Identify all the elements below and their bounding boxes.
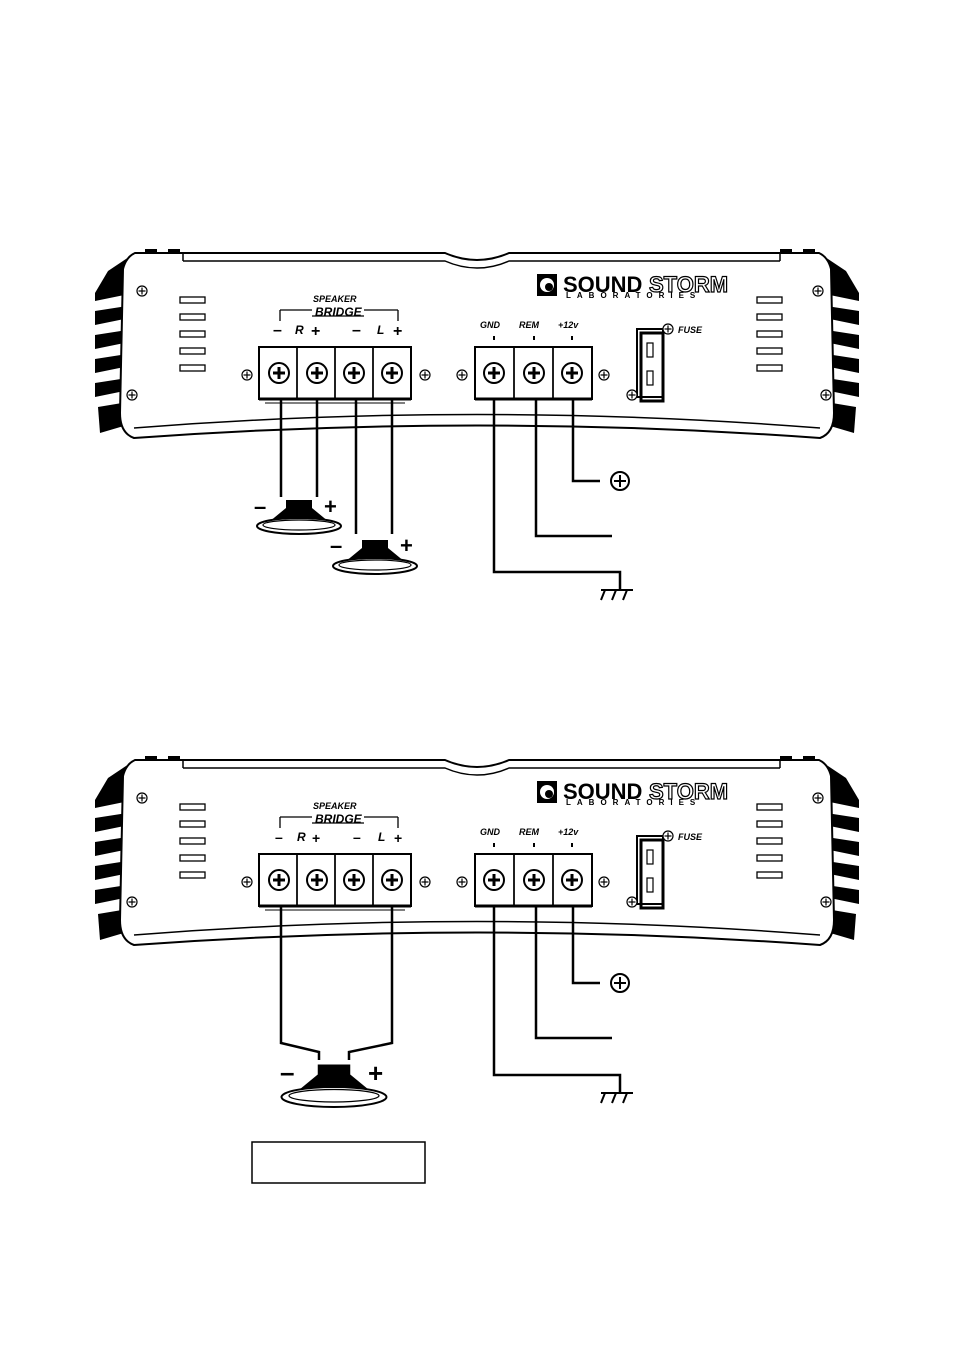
power-label-1: +12v — [558, 320, 579, 330]
left-minus-label-1: – — [352, 322, 361, 339]
brand-subtitle-2: LABORATORIES — [566, 798, 701, 807]
right-channel-label-2: R — [297, 830, 306, 844]
speaker-label-2: SPEAKER — [313, 801, 357, 811]
speaker-bridged-plus: + — [368, 1058, 383, 1088]
left-plus-label-2: + — [394, 830, 402, 846]
brand-subtitle-1: LABORATORIES — [566, 291, 701, 300]
fuse-label-2: FUSE — [678, 832, 703, 842]
speaker-left-plus: + — [400, 533, 413, 558]
right-plus-label-1: + — [311, 323, 320, 340]
ground-icon-2 — [601, 1093, 633, 1103]
gnd-label-2: GND — [480, 827, 501, 837]
left-channel-label-2: L — [378, 830, 385, 844]
fuse-label-1: FUSE — [678, 325, 703, 335]
speaker-label-1: SPEAKER — [313, 294, 357, 304]
amplifier-chassis-1 — [95, 249, 859, 438]
right-minus-label-1: – — [273, 322, 282, 339]
amplifier-chassis-2 — [95, 756, 859, 945]
left-plus-label-1: + — [393, 323, 402, 340]
rem-label-1: REM — [519, 320, 540, 330]
speaker-right-plus: + — [324, 494, 337, 519]
rem-label-2: REM — [519, 827, 540, 837]
power-label-2: +12v — [558, 827, 579, 837]
right-minus-label-2: – — [275, 829, 283, 845]
speaker-bridged-minus: – — [280, 1057, 294, 1087]
left-minus-label-2: – — [353, 829, 361, 845]
right-plus-label-2: + — [312, 830, 320, 846]
speaker-left-minus: – — [330, 533, 342, 558]
bridged-diagram: SOUND STORM LABORATORIES SPEAKER BRIDGE … — [95, 756, 859, 1183]
speaker-right-minus: – — [254, 494, 266, 519]
ground-icon-1 — [601, 590, 633, 600]
bridge-label-2: BRIDGE — [315, 812, 363, 826]
left-channel-label-1: L — [377, 323, 384, 337]
right-channel-label-1: R — [295, 323, 304, 337]
bridge-label-1: BRIDGE — [315, 305, 363, 319]
gnd-label-1: GND — [480, 320, 501, 330]
stereo-diagram: SOUND STORM LABORATORIES SPEAKER BRIDGE … — [95, 249, 859, 600]
caption-box — [252, 1142, 425, 1183]
